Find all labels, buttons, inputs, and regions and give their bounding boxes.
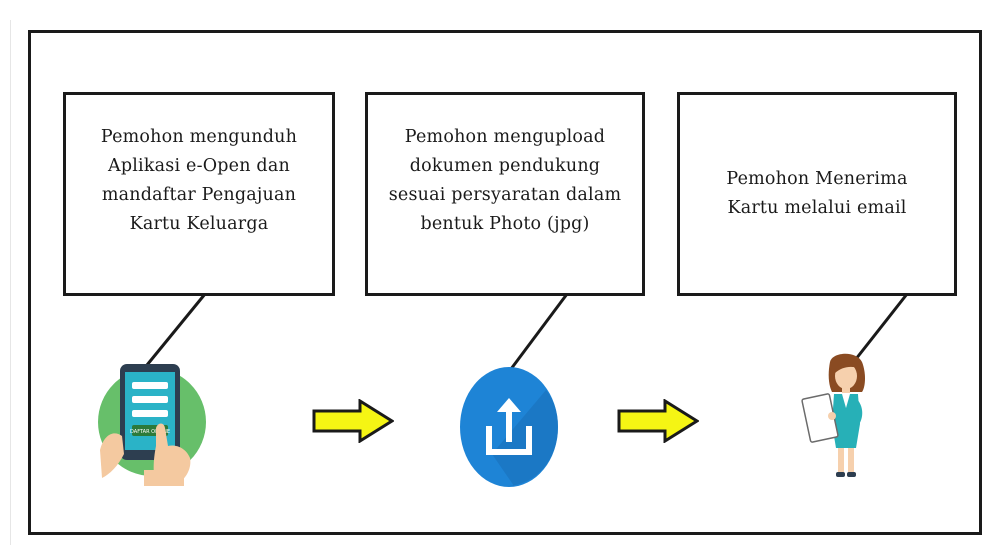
- tablet-button-label: DAFTAR ONLINE: [130, 429, 170, 435]
- step-1-box: Pemohon mengunduh Aplikasi e-Open dan ma…: [63, 92, 335, 296]
- step-3-text: Pemohon Menerima Kartu melalui email: [726, 165, 907, 223]
- step-1-line: Aplikasi e-Open dan: [108, 156, 290, 176]
- step-2-line: dokumen pendukung: [409, 156, 601, 176]
- upload-icon: [460, 367, 558, 487]
- step-1-line: Pemohon mengunduh: [100, 127, 298, 147]
- step-2-text: Pemohon mengupload dokumen pendukung ses…: [389, 123, 622, 239]
- step-2-box: Pemohon mengupload dokumen pendukung ses…: [365, 92, 645, 296]
- step-3-box: Pemohon Menerima Kartu melalui email: [677, 92, 957, 296]
- step-1-line: Kartu Keluarga: [129, 214, 269, 234]
- right-arrow-icon: [312, 399, 394, 443]
- step-2-line: sesuai persyaratan dalam: [388, 185, 622, 205]
- step-3-line: Kartu melalui email: [727, 198, 907, 218]
- step-1-line: mandaftar Pengajuan: [101, 185, 297, 205]
- step-3-line: Pemohon Menerima: [726, 169, 908, 189]
- step-2-line: bentuk Photo (jpg): [420, 214, 590, 234]
- right-arrow-icon: [617, 399, 699, 443]
- step-1-text: Pemohon mengunduh Aplikasi e-Open dan ma…: [101, 123, 297, 239]
- step-2-line: Pemohon mengupload: [404, 127, 606, 147]
- tablet-icon: DAFTAR ONLINE: [98, 364, 206, 486]
- woman-with-card-icon: [801, 353, 865, 477]
- left-rule: [10, 20, 11, 545]
